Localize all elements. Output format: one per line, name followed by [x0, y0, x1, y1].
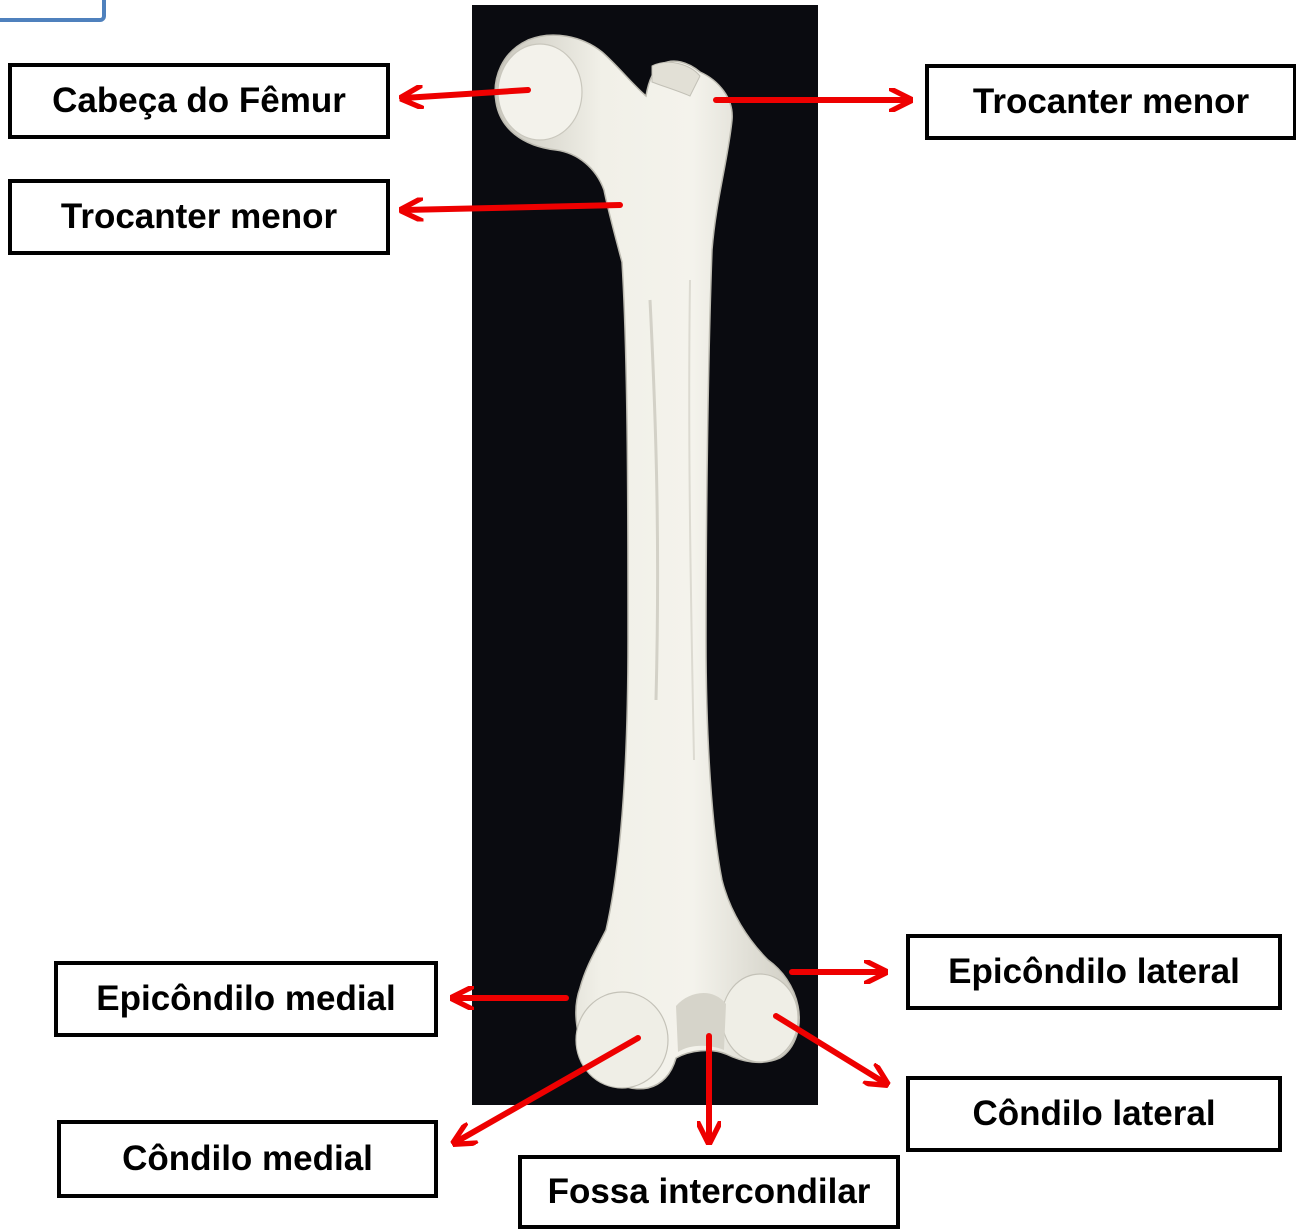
label-head-of-femur: Cabeça do Fêmur: [8, 63, 390, 139]
arrow-lateral-condyle: [776, 1016, 885, 1083]
intercondylar-notch: [676, 993, 726, 1052]
label-trochanter-top-right: Trocanter menor: [925, 64, 1296, 140]
medial-condyle-shape: [576, 992, 668, 1088]
femur-bone: [495, 35, 799, 1089]
arrow-medial-condyle: [456, 1038, 638, 1142]
lateral-condyle-shape: [722, 974, 798, 1062]
label-medial-epicondyle: Epicôndilo medial: [54, 961, 438, 1037]
label-intercondylar-fossa: Fossa intercondilar: [518, 1155, 900, 1229]
label-trochanter-left: Trocanter menor: [8, 179, 390, 255]
arrow-trochanter-left: [404, 205, 620, 210]
label-medial-condyle: Côndilo medial: [57, 1120, 438, 1198]
label-lateral-epicondyle: Epicôndilo lateral: [906, 934, 1282, 1010]
label-lateral-condyle: Côndilo lateral: [906, 1076, 1282, 1152]
